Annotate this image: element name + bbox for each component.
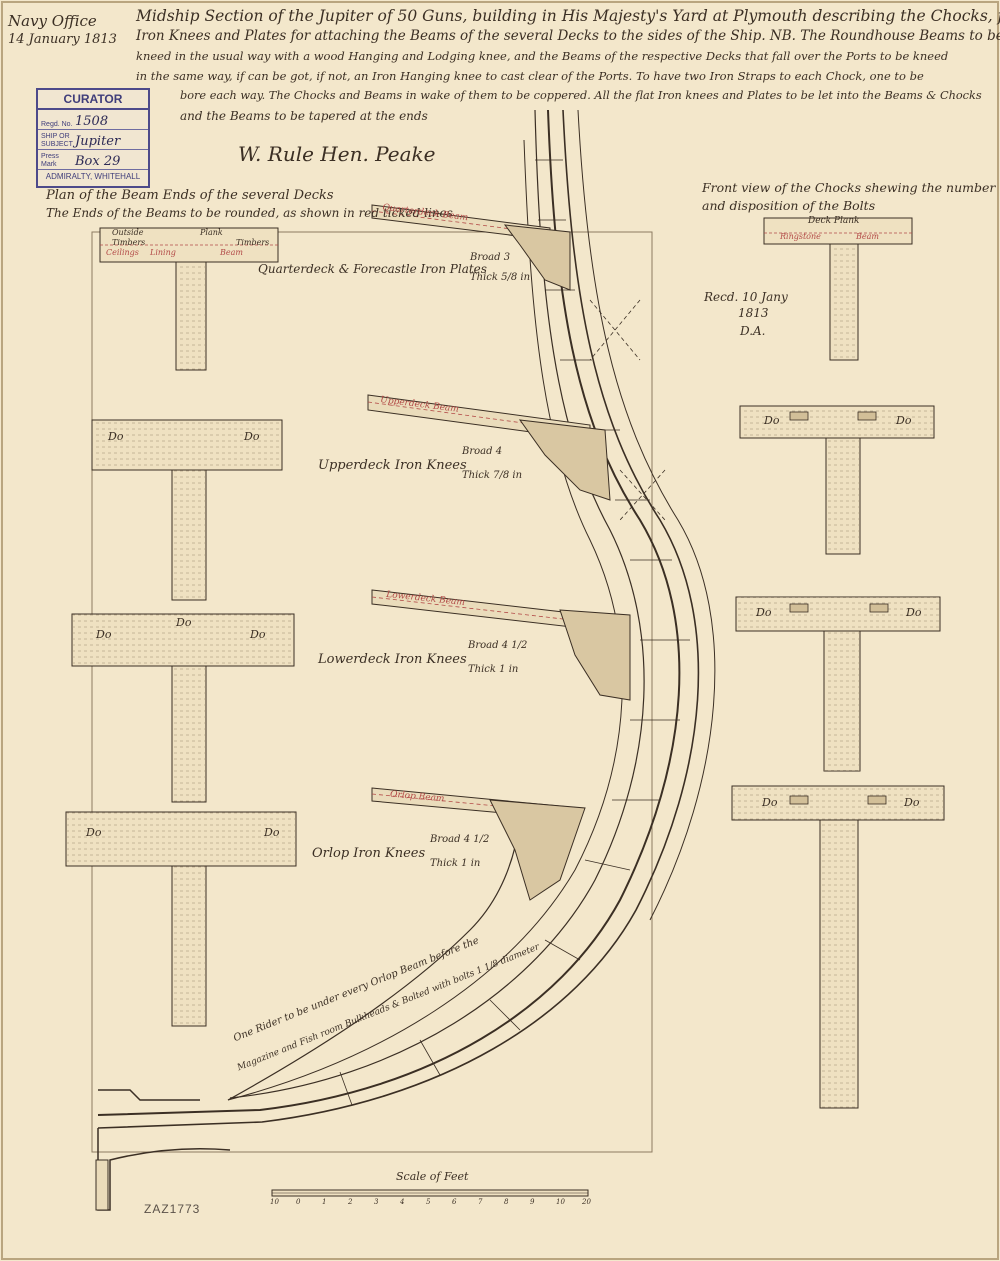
received-line-1: Recd. 10 Jany (704, 290, 788, 304)
stamp-press-label: Press Mark (41, 153, 59, 168)
right-caption-2: and disposition of the Bolts (702, 198, 876, 213)
beam-label-beam: Beam (220, 248, 243, 257)
scale-tick-label: 10 (556, 1198, 565, 1206)
beam-label-timbers-2: Timbers (236, 238, 270, 247)
chock-view-4 (731, 785, 945, 1109)
title-line-2: Iron Knees and Plates for attaching the … (136, 28, 1000, 44)
ditto-right-3b: Do (906, 606, 922, 619)
left-caption-2: The Ends of the Beams to be rounded, as … (46, 206, 453, 220)
ditto-right-4b: Do (904, 796, 920, 809)
scale-tick-label: 6 (452, 1198, 457, 1206)
note-upperdeck-name: Upperdeck Iron Knees (318, 458, 467, 473)
right-ringstone: Ringstone (780, 232, 821, 241)
beam-label-lining: Lining (150, 248, 176, 257)
hull-section (95, 109, 716, 1211)
orlop-beam (371, 787, 586, 901)
left-beam-plans (65, 227, 297, 1027)
scale-bar (271, 1189, 589, 1197)
office-label: Navy Office (8, 12, 97, 30)
upperdeck-beam (367, 394, 611, 501)
note-orlop-name: Orlop Iron Knees (312, 846, 426, 861)
right-caption-1: Front view of the Chocks shewing the num… (702, 180, 996, 195)
section-beams (367, 204, 631, 901)
drawing-frame (91, 231, 653, 1153)
title-line-4: in the same way, if can be got, if not, … (136, 69, 924, 83)
scale-tick-label: 8 (504, 1198, 509, 1206)
chock-view-3 (735, 596, 941, 772)
stamp-regd-label: Regd. No. (41, 121, 73, 128)
right-chock-views (731, 217, 945, 1109)
beam-plan-2 (91, 419, 283, 601)
note-lowerdeck-name: Lowerdeck Iron Knees (318, 652, 467, 667)
scale-tick-label: 2 (348, 1198, 353, 1206)
title-block: Midship Section of the Jupiter of 50 Gun… (136, 6, 1000, 126)
date-label: 14 January 1813 (8, 32, 117, 47)
ditto-right-2b: Do (896, 414, 912, 427)
scale-tick-label: 20 (582, 1198, 591, 1206)
scale-label: Scale of Feet (396, 1170, 469, 1183)
note-upperdeck-thick: Thick 7/8 in (462, 470, 523, 481)
scale-tick-label: 1 (322, 1198, 327, 1206)
catalogue-number: ZAZ1773 (144, 1202, 201, 1216)
stamp-ship-label: SHIP OR SUBJECT (41, 133, 73, 148)
note-lowerdeck-broad: Broad 4 1/2 (468, 640, 528, 651)
scale-tick-label: 10 (270, 1198, 279, 1206)
ditto-right-3a: Do (756, 606, 772, 619)
note-quarterdeck-broad: Broad 3 (470, 252, 511, 263)
beam-label-timbers-1: Timbers (112, 238, 146, 247)
title-line-5: bore each way. The Chocks and Beams in w… (180, 89, 982, 102)
beam-label-ceilings: Ceilings (106, 248, 139, 257)
note-quarterdeck-thick: Thick 5/8 in (470, 272, 531, 283)
title-line-3: kneed in the usual way with a wood Hangi… (136, 49, 949, 63)
ditto-left-3c: Do (250, 628, 266, 641)
note-quarterdeck-name: Quarterdeck & Forecastle Iron Plates (258, 262, 487, 276)
scale-tick-label: 9 (530, 1198, 535, 1206)
quarterdeck-beam (371, 204, 571, 291)
stamp-heading: CURATOR (38, 90, 148, 110)
right-beam: Beam (856, 232, 879, 241)
scale-tick-label: 3 (374, 1198, 379, 1206)
chock-view-2 (739, 405, 935, 555)
curator-stamp: CURATOR Regd. No. 1508 SHIP OR SUBJECT J… (36, 88, 150, 188)
beam-label-plank: Plank (200, 228, 223, 237)
ditto-right-4a: Do (762, 796, 778, 809)
ditto-left-3b: Do (176, 616, 192, 629)
stamp-press-value: Box 29 (75, 154, 121, 169)
stamp-footer: ADMIRALTY, WHITEHALL (45, 172, 141, 181)
left-caption-1: Plan of the Beam Ends of the several Dec… (46, 188, 334, 203)
right-deck-plank: Deck Plank (808, 216, 860, 226)
beam-label-outside: Outside (112, 228, 144, 237)
lowerdeck-beam (371, 589, 631, 701)
scale-tick-label: 0 (296, 1198, 301, 1206)
note-lowerdeck-thick: Thick 1 in (468, 664, 519, 675)
title-line-6: and the Beams to be tapered at the ends (180, 109, 428, 123)
ditto-left-2a: Do (108, 430, 124, 443)
ditto-right-2a: Do (764, 414, 780, 427)
received-line-2: 1813 (738, 306, 769, 320)
note-orlop-broad: Broad 4 1/2 (430, 834, 490, 845)
signatures: W. Rule Hen. Peake (238, 142, 436, 166)
beam-plan-1 (99, 227, 279, 371)
note-upperdeck-broad: Broad 4 (462, 446, 503, 457)
scale-tick-label: 5 (426, 1198, 431, 1206)
note-orlop-thick: Thick 1 in (430, 858, 481, 869)
ditto-left-3a: Do (96, 628, 112, 641)
scale-ticks: 10 0 1 2 3 4 5 6 7 8 9 10 20 (270, 1198, 592, 1210)
ditto-left-2b: Do (244, 430, 260, 443)
scale-tick-label: 7 (478, 1198, 483, 1206)
beam-plan-3 (71, 613, 295, 803)
stamp-ship-value: Jupiter (75, 134, 121, 149)
scale-tick-label: 4 (400, 1198, 405, 1206)
chock-view-1 (763, 217, 913, 361)
beam-plan-4 (65, 811, 297, 1027)
ditto-left-4b: Do (264, 826, 280, 839)
title-line-1: Midship Section of the Jupiter of 50 Gun… (136, 7, 1000, 25)
stamp-regd-value: 1508 (75, 114, 109, 129)
ditto-left-4a: Do (86, 826, 102, 839)
received-line-3: D.A. (740, 324, 766, 338)
